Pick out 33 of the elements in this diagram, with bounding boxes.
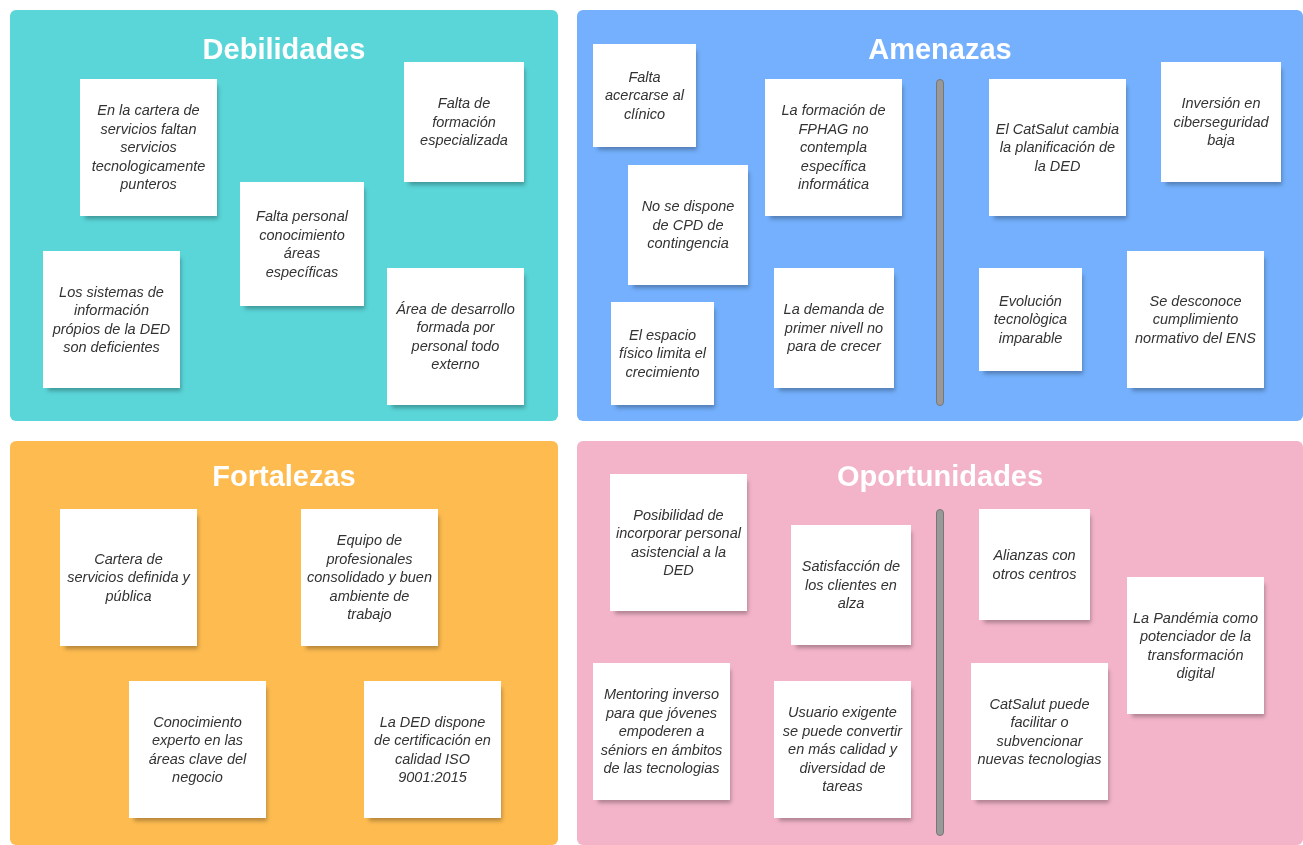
quadrant-panel bbox=[577, 10, 1303, 421]
quadrant-panel bbox=[10, 10, 558, 421]
sticky-note: Evolución tecnològica imparable bbox=[979, 268, 1082, 371]
sticky-note: Posibilidad de incorporar personal asistencial a la DED bbox=[610, 474, 747, 611]
sticky-note: Área de desarrollo formada por personal todo externo bbox=[387, 268, 524, 405]
sticky-note: Inversión en ciberseguridad baja bbox=[1161, 62, 1281, 182]
sticky-note: Conocimiento experto en las áreas clave del negocio bbox=[129, 681, 266, 818]
panel-title: Debilidades bbox=[202, 32, 366, 66]
panel-title: Oportunidades bbox=[836, 459, 1044, 493]
sticky-note: En la cartera de servicios faltan servicios tecnologicamente punteros bbox=[80, 79, 217, 216]
quadrant-panel bbox=[577, 441, 1303, 845]
sticky-note: Mentoring inverso para que jóvenes empoderen a séniors en ámbitos de las tecnologias bbox=[593, 663, 730, 800]
sticky-note: Satisfacción de los clientes en alza bbox=[791, 525, 911, 645]
panel-title: Amenazas bbox=[868, 32, 1012, 66]
sticky-note: El CatSalut cambia la planificación de la DED bbox=[989, 79, 1126, 216]
sticky-note: Los sistemas de información própios de la DED son deficientes bbox=[43, 251, 180, 388]
panel-title: Fortalezas bbox=[212, 459, 356, 493]
sticky-note: Se desconoce cumplimiento normativo del ENS bbox=[1127, 251, 1264, 388]
sticky-note: Usuario exigente se puede convertir en más calidad y diversidad de tareas bbox=[774, 681, 911, 818]
sticky-note: Falta acercarse al clínico bbox=[593, 44, 696, 147]
sticky-note: Alianzas con otros centros bbox=[979, 509, 1090, 620]
sticky-note: CatSalut puede facilitar o subvencionar nuevas tecnologias bbox=[971, 663, 1108, 800]
sticky-note: Falta personal conocimiento áreas específicas bbox=[240, 182, 364, 306]
sticky-note: La formación de FPHAG no contempla específica informática bbox=[765, 79, 902, 216]
sticky-note: Cartera de servicios definida y pública bbox=[60, 509, 197, 646]
sticky-note: Equipo de profesionales consolidado y buen ambiente de trabajo bbox=[301, 509, 438, 646]
sticky-note: El espacio físico limita el crecimiento bbox=[611, 302, 714, 405]
sticky-note: Falta de formación especializada bbox=[404, 62, 524, 182]
quadrant-panel bbox=[10, 441, 558, 845]
sticky-note: La DED dispone de certificación en calidad ISO 9001:2015 bbox=[364, 681, 501, 818]
sticky-note: No se dispone de CPD de contingencia bbox=[628, 165, 748, 285]
sticky-note: La demanda de primer nivell no para de crecer bbox=[774, 268, 894, 388]
sticky-note: La Pandémia como potenciador de la transformación digital bbox=[1127, 577, 1264, 714]
